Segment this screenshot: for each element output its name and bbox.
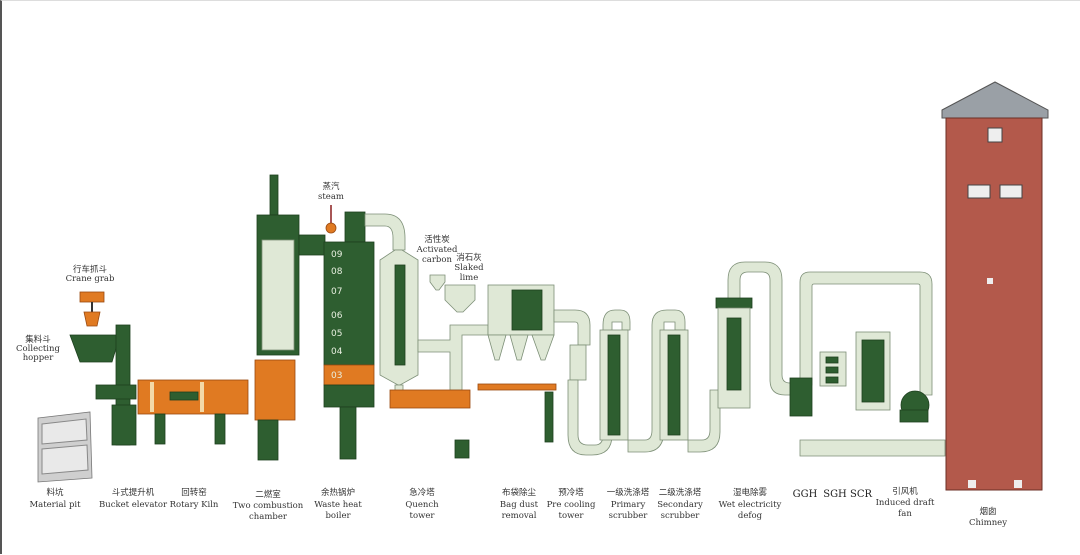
- label-en: Wet electricity: [719, 500, 782, 510]
- label-en: Rotary Kiln: [170, 500, 219, 510]
- label-zh: 烟囱: [979, 506, 996, 517]
- quench-tower: [364, 213, 419, 396]
- lime-label-en2: lime: [460, 273, 479, 283]
- boiler-section-08: 08: [331, 267, 343, 277]
- label-zh: 斗式提升机: [112, 487, 155, 498]
- pre-cooling-duct: [553, 309, 591, 346]
- boiler-section-05: 05: [331, 329, 342, 339]
- scr-reactor: [855, 331, 891, 411]
- combustion-chamber: [254, 174, 326, 461]
- waste-heat-boiler: [323, 211, 375, 460]
- flue-duct: [799, 439, 946, 457]
- label-en: Waste heat: [314, 500, 362, 510]
- label-en: Bag dust: [500, 500, 539, 510]
- label-zh: 二燃室: [255, 489, 281, 500]
- primary-scrubber: [599, 329, 629, 441]
- label-en2: scrubber: [661, 511, 701, 521]
- lime-label-en1: Slaked: [454, 263, 484, 273]
- conveyor-base: [454, 439, 470, 459]
- label-zh: 二级洗涤塔: [659, 487, 702, 498]
- label-scr: SCR: [850, 489, 873, 500]
- carbon-label-en2: carbon: [422, 255, 452, 265]
- label-zh: 布袋除尘: [502, 487, 537, 498]
- lime-label-zh: 消石灰: [456, 252, 482, 263]
- label-en: Bucket elevator: [99, 500, 168, 510]
- label-en: Two combustion: [233, 501, 304, 511]
- label-ggh: GGH: [793, 489, 818, 500]
- equipment-labels: 料坑 Material pit 斗式提升机 Bucket elevator 回转…: [29, 486, 1007, 528]
- label-en2: scrubber: [609, 511, 649, 521]
- ash-conveyor: [389, 389, 471, 409]
- carbon-label-en1: Activated: [416, 245, 458, 255]
- wet-esp: [715, 297, 753, 409]
- hopper-label-en1: Collecting: [16, 344, 60, 354]
- label-en: Quench: [405, 500, 439, 510]
- secondary-scrubber: [659, 329, 689, 441]
- pre-cooling-tower: [569, 344, 587, 381]
- label-en2: defog: [738, 511, 763, 521]
- steam-valve: [325, 205, 337, 234]
- collecting-hopper: [69, 334, 121, 363]
- label-en2: removal: [502, 511, 537, 521]
- label-zh: 一级洗涤塔: [607, 487, 650, 498]
- rotary-kiln: [137, 379, 249, 445]
- label-en: Chimney: [969, 518, 1007, 528]
- induced-draft-fan: [899, 390, 930, 423]
- label-zh: 急冷塔: [409, 487, 435, 498]
- sgh-unit: [819, 351, 847, 387]
- boiler-section-07: 07: [331, 287, 342, 297]
- steam-label-en: steam: [318, 192, 344, 202]
- carbon-label-zh: 活性炭: [424, 234, 450, 245]
- label-en: Induced draft: [876, 498, 935, 508]
- steam-label-zh: 蒸汽: [322, 181, 340, 192]
- boiler-section-09: 09: [331, 250, 343, 260]
- bucket-elevator: [95, 324, 137, 446]
- label-en: Secondary: [657, 500, 703, 510]
- label-en: Pre cooling: [547, 500, 596, 510]
- slaked-lime-hopper: [444, 284, 476, 313]
- wesp-duct: [687, 389, 721, 453]
- boiler-section-03: 03: [331, 371, 342, 381]
- connecting-duct: [417, 324, 489, 391]
- label-en2: chamber: [249, 512, 288, 522]
- label-en2: fan: [898, 509, 912, 519]
- scrubber-duct-1: [567, 309, 631, 456]
- crane-grab: [79, 291, 105, 327]
- scrubber-duct-2: [627, 309, 686, 453]
- label-sgh: SGH: [823, 489, 847, 500]
- label-zh: 料坑: [46, 487, 64, 498]
- label-zh: 余热锅炉: [321, 487, 355, 498]
- crane-grab-label-en: Crane grab: [66, 274, 115, 284]
- crane-grab-label-zh: 行车抓斗: [73, 264, 108, 275]
- hopper-label-en2: hopper: [23, 353, 55, 363]
- label-zh: 回转窑: [181, 487, 207, 498]
- label-zh: 引风机: [892, 486, 918, 497]
- boiler-section-06: 06: [331, 311, 343, 321]
- label-en: Primary: [611, 500, 646, 510]
- chimney: [941, 81, 1049, 491]
- activated-carbon-hopper: [429, 274, 446, 291]
- boiler-section-04: 04: [331, 347, 343, 357]
- label-en2: tower: [410, 511, 436, 521]
- label-en2: tower: [559, 511, 585, 521]
- hopper-label-zh: 集料斗: [25, 334, 51, 345]
- label-zh: 预冷塔: [558, 487, 584, 498]
- label-en: Material pit: [29, 500, 81, 510]
- material-pit: [37, 411, 93, 483]
- label-zh: 湿电除雾: [733, 487, 768, 498]
- bag-dust-filter: [477, 284, 557, 443]
- ggh-unit: [789, 377, 813, 417]
- label-en2: boiler: [325, 511, 351, 521]
